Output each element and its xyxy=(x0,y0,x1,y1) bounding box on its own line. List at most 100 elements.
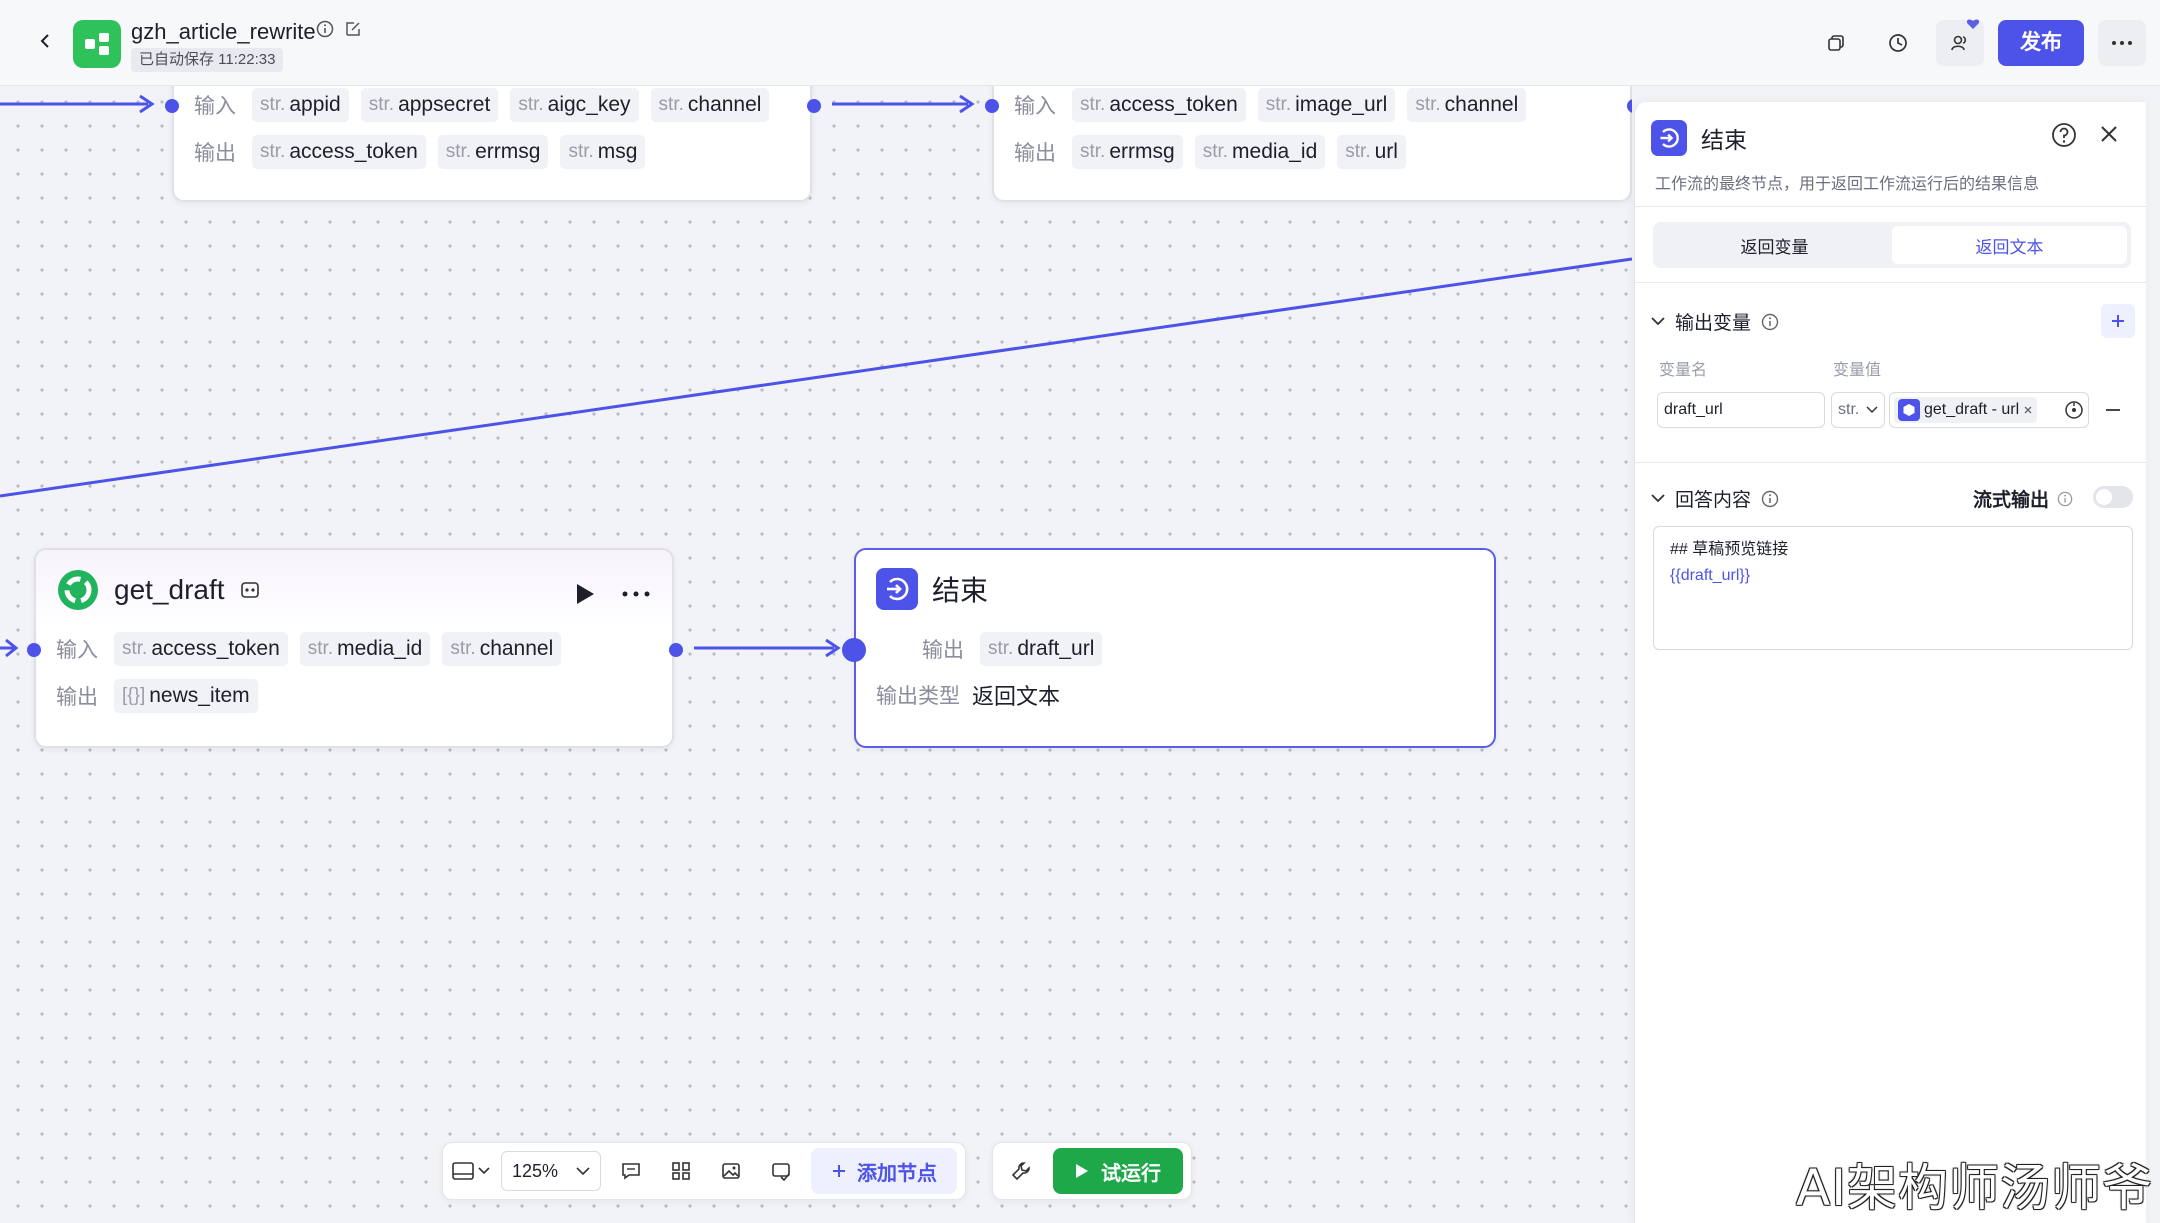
input-tag: str.appsecret xyxy=(360,88,499,122)
output-tag: str.access_token xyxy=(252,135,426,169)
node-get-draft[interactable]: get_draft 输入 str.access_token str.media_… xyxy=(27,548,683,748)
plugin-logo-icon xyxy=(58,570,98,610)
help-icon[interactable] xyxy=(2051,122,2077,148)
chevron-down-icon xyxy=(1651,494,1665,503)
tab-return-variables[interactable]: 返回变量 xyxy=(1740,237,1809,257)
panel-title: 结束 xyxy=(1701,127,1747,153)
minimap-icon xyxy=(452,1162,474,1180)
output-tag: str.errmsg xyxy=(437,135,549,169)
heart-icon xyxy=(1966,19,1980,29)
app-logo xyxy=(73,20,121,68)
variable-value-reference[interactable]: get_draft - url xyxy=(1889,392,2089,428)
image-icon xyxy=(722,1163,740,1179)
output-tag: str.msg xyxy=(560,135,646,169)
workflow-icon xyxy=(85,33,109,55)
exit-icon xyxy=(887,577,909,601)
input-tag: str.channel xyxy=(442,632,562,666)
input-tag: str.appid xyxy=(252,88,349,122)
remove-icon[interactable] xyxy=(2023,405,2033,415)
autosave-status: 已自动保存 11:22:33 xyxy=(131,48,284,72)
add-node-button[interactable]: 添加节点 xyxy=(811,1148,957,1194)
auto-layout-button[interactable] xyxy=(661,1149,701,1193)
test-run-button[interactable]: 试运行 xyxy=(1053,1148,1183,1194)
watermark: AI架构师汤师爷 xyxy=(1796,1159,2153,1217)
wrench-icon xyxy=(1011,1162,1030,1181)
output-port[interactable] xyxy=(669,643,683,657)
output-tag: str.draft_url xyxy=(980,632,1103,666)
input-port[interactable] xyxy=(165,99,179,113)
output-port[interactable] xyxy=(807,99,821,113)
input-port[interactable] xyxy=(27,643,41,657)
plus-icon xyxy=(833,1165,845,1177)
add-variable-button[interactable] xyxy=(2101,304,2135,338)
history-button[interactable] xyxy=(1874,20,1922,66)
input-tag: str.access_token xyxy=(1072,88,1246,122)
image-button[interactable] xyxy=(711,1149,751,1193)
node-outputs-row: 输出 str.draft_url xyxy=(922,632,1103,666)
users-icon xyxy=(1951,35,1967,51)
close-icon[interactable] xyxy=(2097,122,2121,146)
chevron-down-icon xyxy=(1651,317,1665,326)
chevron-down-icon xyxy=(1866,406,1878,414)
comment-button[interactable] xyxy=(611,1149,651,1193)
stream-output-toggle[interactable] xyxy=(2093,486,2133,508)
info-icon xyxy=(1761,313,1779,330)
divider xyxy=(1635,282,2147,283)
edge-arrow xyxy=(825,638,841,658)
play-icon xyxy=(1076,1164,1088,1178)
divider xyxy=(1635,462,2147,463)
node-title: get_draft xyxy=(114,574,225,605)
answer-content-editor[interactable]: ## 草稿预览链接 {{draft_url}} xyxy=(1653,526,2133,650)
comment-icon xyxy=(622,1163,640,1180)
input-tag: str.media_id xyxy=(299,632,431,666)
output-port[interactable] xyxy=(1627,99,1632,113)
input-port[interactable] xyxy=(842,638,866,662)
panel-description: 工作流的最终节点，用于返回工作流运行后的结果信息 xyxy=(1655,176,2040,193)
input-tag: str.access_token xyxy=(114,632,288,666)
run-toolbar: 试运行 xyxy=(992,1142,1192,1200)
grid-icon xyxy=(672,1162,690,1180)
workflow-canvas[interactable]: 输入 str.appid str.appsecret str.aigc_key … xyxy=(0,86,1632,1223)
divider xyxy=(1635,206,2147,207)
more-button[interactable] xyxy=(2098,20,2146,66)
info-icon[interactable] xyxy=(316,20,334,38)
connection-lines xyxy=(0,94,1632,658)
edit-icon[interactable] xyxy=(344,20,362,38)
edge-arrow xyxy=(5,638,19,658)
screen-button[interactable] xyxy=(761,1149,801,1193)
input-tag: str.channel xyxy=(1407,88,1527,122)
column-header-value: 变量值 xyxy=(1833,362,1882,379)
output-tag: str.media_id xyxy=(1194,135,1326,169)
answer-content-header[interactable]: 回答内容 xyxy=(1651,485,1779,512)
output-variables-header[interactable]: 输出变量 xyxy=(1651,308,1779,335)
copy-button[interactable] xyxy=(1812,20,1860,66)
zoom-select[interactable]: 125% xyxy=(501,1151,601,1191)
node-end[interactable]: 结束 输出 str.draft_url 输出类型 返回文本 xyxy=(842,548,1496,748)
collaborators-button[interactable] xyxy=(1936,19,1984,66)
return-mode-tabs: 返回变量 返回文本 xyxy=(1653,222,2131,268)
run-node-icon[interactable] xyxy=(574,582,596,606)
remove-variable-icon[interactable] xyxy=(2105,408,2121,412)
input-tag: str.aigc_key xyxy=(510,88,639,122)
node-outputs-row: 输出 [{}]news_item xyxy=(56,679,258,713)
output-tag: str.errmsg xyxy=(1072,135,1183,169)
node-title: 结束 xyxy=(932,575,989,606)
node-upload-image[interactable]: 输入 str.access_token str.image_url str.ch… xyxy=(985,86,1632,202)
node-header: get_draft xyxy=(56,568,261,612)
more-icon[interactable] xyxy=(622,591,650,597)
screen-check-icon xyxy=(772,1163,790,1181)
tab-return-text[interactable]: 返回文本 xyxy=(1892,226,2127,264)
variable-type-select[interactable]: str. xyxy=(1831,392,1885,428)
back-button[interactable] xyxy=(30,26,60,56)
edge-arrow xyxy=(959,94,975,114)
column-header-name: 变量名 xyxy=(1659,362,1708,379)
node-inputs-row: 输入 str.appid str.appsecret str.aigc_key … xyxy=(194,88,770,122)
edge-diagonal xyxy=(0,257,1632,498)
publish-button[interactable]: 发布 xyxy=(1998,20,2084,66)
input-port[interactable] xyxy=(985,99,999,113)
node-get-token[interactable]: 输入 str.appid str.appsecret str.aigc_key … xyxy=(165,86,821,202)
debug-tools-button[interactable] xyxy=(1001,1149,1041,1193)
variable-name-input[interactable]: draft_url xyxy=(1657,392,1825,428)
settings-icon[interactable] xyxy=(2064,400,2084,420)
layout-toggle-button[interactable] xyxy=(451,1149,491,1193)
